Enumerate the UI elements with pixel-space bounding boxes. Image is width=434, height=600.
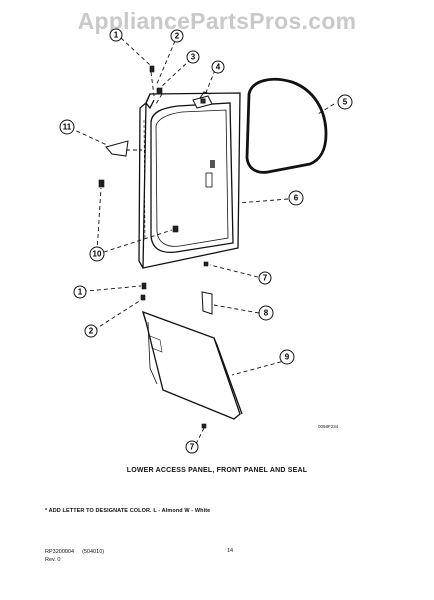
clip-part <box>105 140 129 157</box>
callout-label: 1 <box>114 31 119 40</box>
callout-label: 7 <box>263 274 268 283</box>
callout-label: 6 <box>294 194 299 203</box>
callout-label: 7 <box>190 443 195 452</box>
door-seal <box>245 77 328 174</box>
page-number: 14 <box>227 548 234 554</box>
callout-label: 4 <box>216 63 221 72</box>
color-note: * ADD LETTER TO DESIGNATE COLOR. L - Alm… <box>45 508 211 514</box>
insulation-pad <box>201 291 213 315</box>
callout-circles <box>59 28 353 454</box>
footer-info: RP3200004 (504010) Rev. 0 <box>45 548 112 564</box>
callout-label: 5 <box>343 98 348 107</box>
revision: Rev. 0 <box>45 557 61 563</box>
callout-label: 2 <box>175 32 180 41</box>
watermark-logo: AppliancePartsPros.com <box>77 8 357 34</box>
callout-label: 2 <box>89 327 94 336</box>
callout-label: 3 <box>191 53 196 62</box>
callout-label: 10 <box>93 250 102 259</box>
callout-labels: 1 2 3 4 5 6 7 1 2 8 9 7 10 11 <box>63 31 348 452</box>
callout-label: 1 <box>78 288 83 297</box>
bracket-part <box>192 91 213 109</box>
callout-label: 8 <box>264 309 269 318</box>
front-panel <box>138 92 241 269</box>
diagram-caption: LOWER ACCESS PANEL, FRONT PANEL AND SEAL <box>126 467 308 474</box>
callout-label: 11 <box>63 123 72 132</box>
date-code: (504010) <box>82 549 105 555</box>
drawing-code: 0058F234 <box>318 424 339 429</box>
callout-label: 9 <box>285 353 290 362</box>
leader-lines <box>69 37 335 445</box>
lower-access-panel <box>142 310 243 420</box>
screws <box>98 65 209 429</box>
part-number: RP3200004 <box>45 549 75 555</box>
